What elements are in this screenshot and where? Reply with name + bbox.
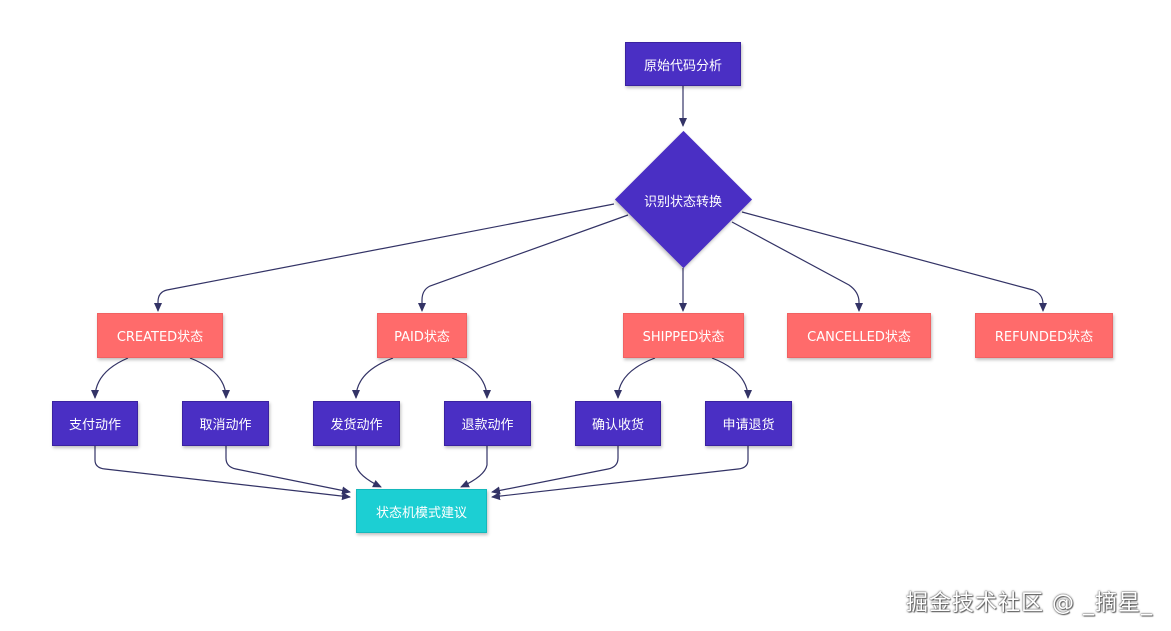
action-pay-label: 支付动作 <box>68 418 121 433</box>
edge-shipped-return <box>711 357 752 399</box>
action-ship-label: 发货动作 <box>330 418 383 433</box>
action-confirm-receipt: 确认收货 <box>575 401 661 446</box>
edge-pay-suggestion <box>94 446 351 501</box>
suggestion-node-label: 状态机模式建议 <box>375 505 467 521</box>
start-node-label: 原始代码分析 <box>643 58 722 74</box>
state-created: CREATED状态 <box>97 313 223 358</box>
decision-node-label: 识别状态转换 <box>643 195 722 210</box>
edge-decision-created <box>154 203 615 312</box>
action-request-return-label: 申请退货 <box>722 418 775 433</box>
state-shipped: SHIPPED状态 <box>623 313 744 358</box>
state-shipped-label: SHIPPED状态 <box>642 330 725 345</box>
edge-created-pay <box>91 357 129 399</box>
suggestion-node: 状态机模式建议 <box>356 489 487 533</box>
action-pay: 支付动作 <box>52 401 138 446</box>
start-node: 原始代码分析 <box>625 42 741 86</box>
edge-created-cancel <box>189 357 230 399</box>
state-cancelled-label: CANCELLED状态 <box>807 330 911 345</box>
watermark: 掘金技术社区 @ _摘星_ <box>906 591 1153 616</box>
edge-ship-suggestion <box>355 446 382 488</box>
edge-decision-refunded <box>741 211 1047 312</box>
action-cancel-label: 取消动作 <box>199 418 252 433</box>
action-confirm-receipt-label: 确认收货 <box>591 418 644 433</box>
edge-paid-refund <box>451 357 491 399</box>
edge-decision-paid <box>418 214 629 312</box>
state-cancelled: CANCELLED状态 <box>787 313 931 358</box>
action-request-return: 申请退货 <box>705 401 792 446</box>
state-refunded: REFUNDED状态 <box>975 313 1113 358</box>
action-refund-label: 退款动作 <box>461 418 514 433</box>
action-refund: 退款动作 <box>444 401 531 446</box>
state-created-label: CREATED状态 <box>116 330 204 345</box>
edge-shipped-confirm <box>614 357 656 399</box>
state-paid: PAID状态 <box>377 313 467 358</box>
edge-confirm-suggestion <box>491 446 619 495</box>
state-paid-label: PAID状态 <box>394 330 450 345</box>
edge-return-suggestion <box>491 446 749 501</box>
edge-decision-cancelled <box>731 221 863 312</box>
state-refunded-label: REFUNDED状态 <box>994 330 1094 345</box>
action-ship: 发货动作 <box>313 401 400 446</box>
action-cancel: 取消动作 <box>182 401 269 446</box>
edge-cancel-suggestion <box>225 446 351 495</box>
edge-refund-suggestion <box>460 446 488 488</box>
edge-paid-ship <box>352 357 394 399</box>
